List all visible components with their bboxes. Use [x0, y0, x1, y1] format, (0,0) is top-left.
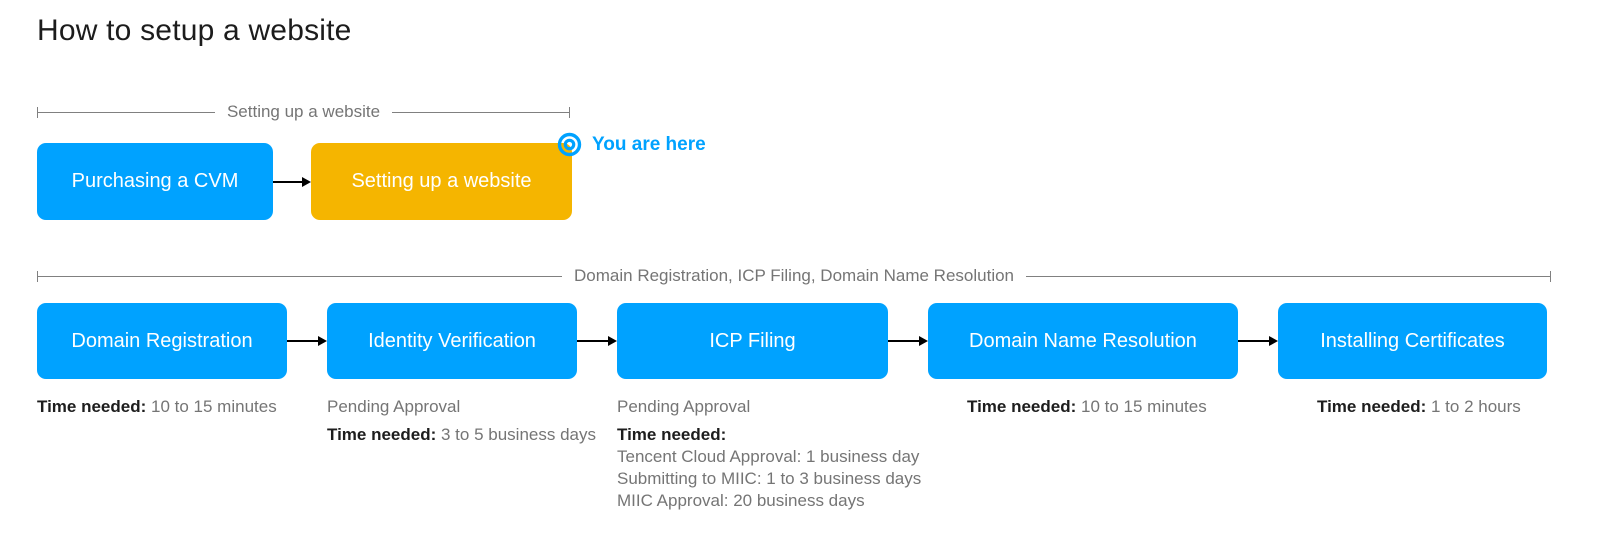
- note-line-bold-label: Time needed:: [327, 425, 437, 444]
- bracket-tick-left: [37, 106, 38, 118]
- arrow-right-icon: [273, 176, 311, 188]
- step-box-domain-registration[interactable]: Domain Registration: [37, 303, 287, 379]
- note-line: Tencent Cloud Approval: 1 business day: [617, 447, 920, 466]
- note-line: Pending Approval: [327, 397, 461, 416]
- note-line: Time needed: 3 to 5 business days: [327, 425, 596, 444]
- bracket-setting-up-a-website: Setting up a website: [37, 101, 571, 123]
- step-notes: Time needed: 10 to 15 minutes Pending App…: [37, 396, 1597, 536]
- note-installing-certificates: Time needed: 1 to 2 hours: [1317, 396, 1521, 418]
- arrow-right-icon: [287, 335, 327, 347]
- arrow-right-icon: [577, 335, 617, 347]
- note-line-bold-label: Time needed:: [1317, 397, 1427, 416]
- flow-row-domain: Domain Registration Identity Verification…: [37, 303, 1547, 379]
- step-label: Identity Verification: [368, 329, 536, 352]
- you-are-here-label: You are here: [592, 134, 706, 155]
- note-line: Pending Approval: [617, 397, 751, 416]
- step-label: Purchasing a CVM: [71, 170, 239, 192]
- step-box-purchasing-a-cvm[interactable]: Purchasing a CVM: [37, 143, 273, 220]
- note-line: MIIC Approval: 20 business days: [617, 491, 865, 510]
- step-label: Setting up a website: [351, 170, 532, 192]
- note-line: Time needed: 10 to 15 minutes: [967, 397, 1207, 416]
- step-box-icp-filing[interactable]: ICP Filing: [617, 303, 888, 379]
- bracket-tick-right: [1550, 270, 1552, 282]
- note-domain-name-resolution: Time needed: 10 to 15 minutes: [967, 396, 1207, 418]
- step-box-installing-certificates[interactable]: Installing Certificates: [1278, 303, 1547, 379]
- note-line: Submitting to MIIC: 1 to 3 business days: [617, 469, 922, 488]
- bracket-line: [38, 111, 215, 113]
- bracket-tick-left: [37, 270, 38, 282]
- step-box-domain-name-resolution[interactable]: Domain Name Resolution: [928, 303, 1238, 379]
- note-line: Time needed:: [617, 424, 921, 446]
- note-domain-registration: Time needed: 10 to 15 minutes: [37, 396, 277, 418]
- bracket-line: [1026, 275, 1551, 277]
- step-label: Domain Registration: [71, 329, 253, 352]
- arrow-right-icon: [1238, 335, 1278, 347]
- bracket-line: [38, 275, 563, 277]
- step-box-setting-up-a-website[interactable]: Setting up a website: [311, 143, 572, 220]
- bracket-tick-right: [569, 106, 571, 118]
- note-line-bold-label: Time needed:: [617, 425, 727, 444]
- step-label: Domain Name Resolution: [969, 329, 1197, 352]
- note-line: Time needed: 10 to 15 minutes: [37, 397, 277, 416]
- page-title: How to setup a website: [37, 14, 352, 47]
- note-line-bold-label: Time needed:: [37, 397, 147, 416]
- bracket-line: [392, 111, 570, 113]
- flow-row-setup: Purchasing a CVM Setting up a website: [37, 143, 572, 220]
- step-label: ICP Filing: [709, 329, 796, 352]
- step-label: Installing Certificates: [1320, 329, 1505, 352]
- step-box-identity-verification[interactable]: Identity Verification: [327, 303, 577, 379]
- note-line: Time needed: 1 to 2 hours: [1317, 397, 1521, 416]
- bullseye-icon: [557, 132, 582, 157]
- arrow-right-icon: [888, 335, 928, 347]
- note-line-bold-label: Time needed:: [967, 397, 1077, 416]
- bracket-label: Domain Registration, ICP Filing, Domain …: [574, 266, 1014, 285]
- bracket-label: Setting up a website: [226, 102, 381, 121]
- bracket-domain-icp-dns: Domain Registration, ICP Filing, Domain …: [37, 265, 1552, 287]
